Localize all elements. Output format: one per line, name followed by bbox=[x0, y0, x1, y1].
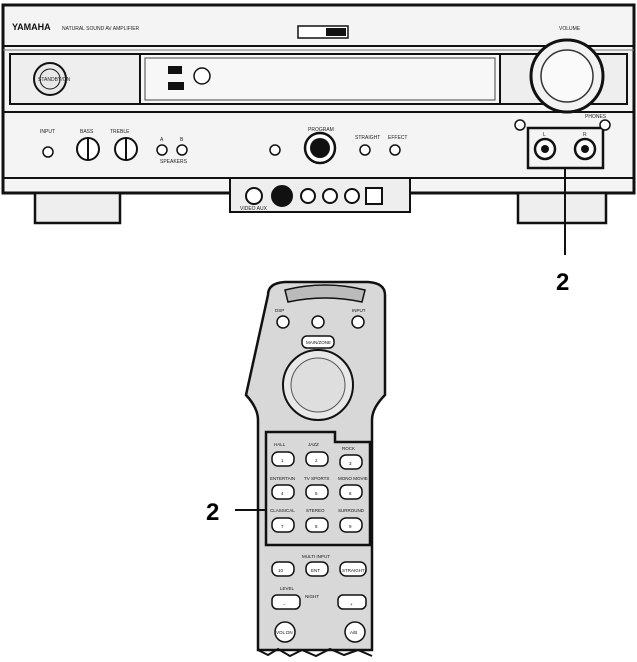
remote-bottom-left-button[interactable] bbox=[274, 621, 296, 643]
remote-dsp-label: DSP bbox=[275, 308, 284, 313]
remote-input-button[interactable] bbox=[351, 315, 365, 329]
remote-minus-label: − bbox=[283, 602, 286, 607]
front-jack-4[interactable] bbox=[322, 188, 338, 204]
input-label: INPUT bbox=[40, 129, 55, 135]
btn-multi-input[interactable]: MULTI INPUT ENT bbox=[302, 554, 330, 577]
remote-main-zone-button[interactable] bbox=[301, 335, 335, 349]
btn-5-top: TV SPORTS bbox=[304, 476, 329, 481]
speaker-b-label: B bbox=[180, 137, 184, 143]
btn-6-num: 6 bbox=[349, 491, 352, 496]
indicator-right bbox=[599, 119, 611, 131]
btn-6[interactable]: MONO MOVIE 6 bbox=[338, 476, 368, 500]
treble-label: TREBLE bbox=[110, 129, 130, 135]
remote-dsp-button[interactable] bbox=[276, 315, 290, 329]
remote-minus-button[interactable] bbox=[271, 594, 301, 610]
jack-r-label: R bbox=[583, 132, 587, 138]
volume-label: VOLUME bbox=[559, 26, 581, 32]
btn-10-num: 10 bbox=[278, 568, 284, 573]
brand-logo: YAMAHA bbox=[12, 22, 51, 32]
btn-multi-input-num: ENT bbox=[311, 568, 320, 573]
btn-4-num: 4 bbox=[281, 491, 284, 496]
btn-8[interactable]: STEREO 8 bbox=[305, 508, 329, 533]
btn-straight[interactable]: STRAIGHT bbox=[339, 561, 367, 577]
effect-button[interactable] bbox=[389, 144, 401, 156]
btn-10[interactable]: 10 bbox=[271, 561, 295, 577]
optical-jack[interactable] bbox=[365, 187, 383, 205]
jack-l-label: L bbox=[543, 132, 546, 138]
standby-button[interactable] bbox=[33, 62, 67, 96]
straight-label: STRAIGHT bbox=[355, 135, 380, 141]
front-jack-2[interactable] bbox=[271, 185, 293, 207]
remote-power-button[interactable] bbox=[311, 315, 325, 329]
input-button-left[interactable] bbox=[42, 146, 54, 158]
btn-8-num: 8 bbox=[315, 524, 318, 529]
remote-plus-label: + bbox=[350, 602, 353, 607]
btn-1-top: HALL bbox=[274, 442, 286, 447]
left-panel bbox=[9, 53, 141, 105]
btn-2[interactable]: JAZZ 2 bbox=[305, 442, 329, 467]
speakers-label: SPEAKERS bbox=[160, 159, 188, 165]
btn-3-num: 3 bbox=[349, 461, 352, 466]
foot-right bbox=[516, 191, 608, 225]
front-jack-5[interactable] bbox=[344, 188, 360, 204]
display-sensor bbox=[193, 67, 211, 85]
bass-label: BASS bbox=[80, 129, 94, 135]
callout-number-left: 2 bbox=[206, 499, 219, 526]
btn-6-top: MONO MOVIE bbox=[338, 476, 368, 481]
speaker-a-button[interactable] bbox=[156, 144, 168, 156]
speaker-a-label: A bbox=[160, 137, 164, 143]
remote-night-label: NIGHT bbox=[305, 594, 319, 599]
btn-2-top: JAZZ bbox=[308, 442, 319, 447]
remote-bottom-right-label: A/B bbox=[350, 630, 357, 635]
dsp-buttons-outline bbox=[264, 430, 372, 547]
front-jack-3[interactable] bbox=[300, 188, 316, 204]
effect-label: EFFECT bbox=[388, 135, 407, 141]
btn-5[interactable]: TV SPORTS 5 bbox=[304, 476, 329, 500]
speaker-b-button[interactable] bbox=[176, 144, 188, 156]
btn-9-top: SURROUND bbox=[338, 508, 365, 513]
vaux-label: VIDEO AUX bbox=[240, 206, 268, 212]
btn-7[interactable]: CLASSICAL 7 bbox=[270, 508, 295, 533]
btn-7-top: CLASSICAL bbox=[270, 508, 295, 513]
btn-1[interactable]: HALL 1 bbox=[271, 442, 295, 467]
remote-main-zone-label: MAIN/ZONE bbox=[306, 340, 331, 345]
remote-bottom-left-label: VOL DN bbox=[276, 630, 293, 635]
btn-1-num: 1 bbox=[281, 458, 284, 463]
standby-label: STANDBY/ON bbox=[38, 77, 71, 83]
btn-2-num: 2 bbox=[315, 458, 318, 463]
btn-3-top: ROCK bbox=[342, 446, 355, 451]
program-label: PROGRAM bbox=[308, 127, 334, 133]
btn-5-num: 5 bbox=[315, 491, 318, 496]
btn-9-num: 9 bbox=[349, 524, 352, 529]
av-receiver: YAMAHA NATURAL SOUND AV AMPLIFIER VOLUME… bbox=[1, 3, 636, 225]
tone-bypass-button[interactable] bbox=[269, 144, 281, 156]
remote-level-label: LEVEL bbox=[280, 586, 295, 591]
straight-button[interactable] bbox=[359, 144, 371, 156]
btn-8-top: STEREO bbox=[306, 508, 325, 513]
btn-multi-input-top: MULTI INPUT bbox=[302, 554, 330, 559]
remote-bottom-right-button[interactable] bbox=[344, 621, 366, 643]
display-panel bbox=[139, 53, 501, 105]
front-jack-1[interactable] bbox=[245, 187, 263, 205]
model-text: NATURAL SOUND AV AMPLIFIER bbox=[62, 26, 140, 32]
remote-plus-button[interactable] bbox=[337, 594, 367, 610]
btn-3[interactable]: ROCK 3 bbox=[339, 446, 363, 470]
btn-4-top: ENTERTAIN bbox=[270, 476, 295, 481]
foot-left bbox=[33, 191, 122, 225]
btn-4[interactable]: ENTERTAIN 4 bbox=[270, 476, 295, 500]
phones-label: PHONES bbox=[585, 114, 607, 120]
btn-9[interactable]: SURROUND 9 bbox=[338, 508, 365, 533]
indicator-left bbox=[514, 119, 526, 131]
callout-number-top: 2 bbox=[556, 269, 569, 296]
btn-straight-label: STRAIGHT bbox=[342, 568, 365, 573]
remote-input-label: INPUT bbox=[352, 308, 366, 313]
btn-7-num: 7 bbox=[281, 524, 284, 529]
remote-control: DSP INPUT MAIN/ZONE HALL 1 JAZZ 2 ROCK 3… bbox=[244, 280, 387, 658]
